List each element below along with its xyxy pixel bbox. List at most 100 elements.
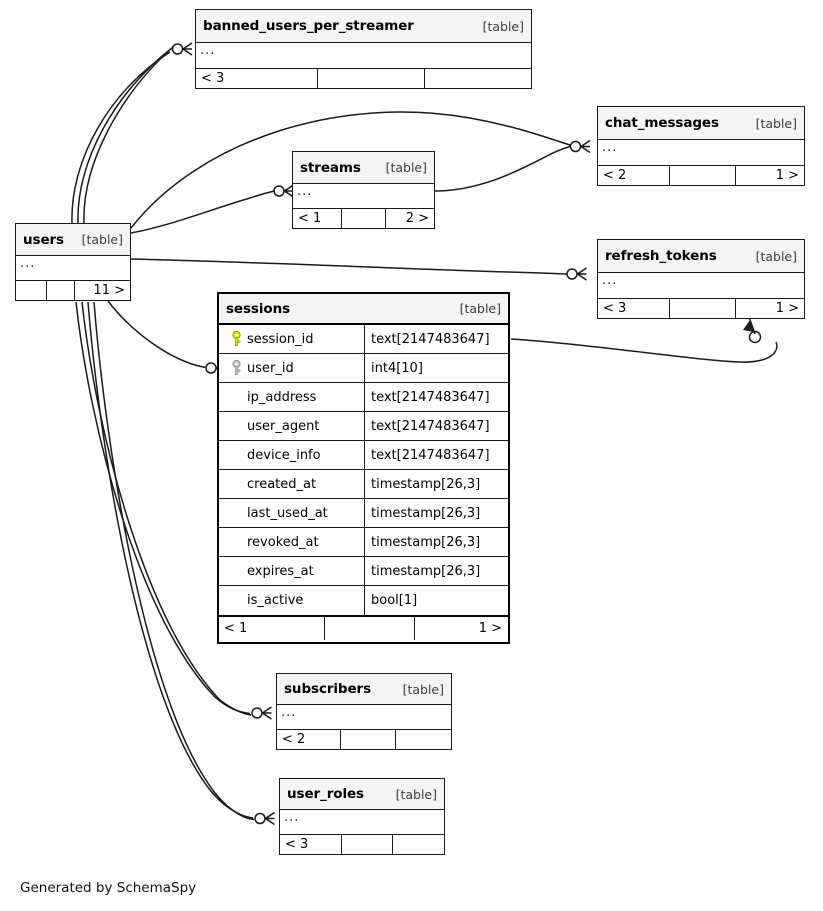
footer-child-count: 1 > [478, 621, 502, 636]
table-title: streams [300, 159, 361, 176]
footer-middle [342, 209, 386, 228]
foreign-key-icon [225, 360, 247, 376]
table-sessions[interactable]: sessions [table] session_id [217, 292, 510, 644]
column-type: text[2147483647] [371, 447, 490, 463]
footer-parent-count: < 2 [277, 730, 341, 749]
primary-key-icon [225, 331, 247, 347]
column-type: bool[1] [371, 593, 418, 608]
column-type: int4[10] [371, 360, 423, 376]
table-collapsed-indicator: ... [602, 140, 618, 155]
table-header: banned_users_per_streamer [table] [196, 10, 531, 43]
table-row[interactable]: created_at timestamp[26,3] [219, 470, 508, 499]
footer-parent-count: < 3 [196, 69, 318, 88]
footer-parent-count: < 3 [280, 835, 342, 854]
table-header: streams [table] [293, 152, 434, 184]
table-footer: < 1 2 > [293, 208, 434, 228]
table-title: sessions [226, 300, 291, 317]
table-footer: < 1 1 > [219, 615, 508, 640]
footer-child-count [393, 835, 444, 854]
table-user-roles[interactable]: user_roles [table] ... < 3 [279, 778, 445, 855]
table-collapsed-indicator: ... [20, 256, 36, 271]
footer-child-count [396, 730, 451, 749]
column-type: timestamp[26,3] [371, 505, 481, 521]
column-list: session_id text[2147483647] user_i [219, 325, 508, 615]
column-name: user_agent [247, 418, 320, 434]
table-title: chat_messages [605, 115, 719, 131]
column-name: last_used_at [247, 505, 328, 521]
edge-sessions-refresh-tokens [510, 316, 778, 363]
table-chat-messages[interactable]: chat_messages [table] ... < 2 1 > [597, 106, 805, 186]
table-streams[interactable]: streams [table] ... < 1 2 > [292, 151, 435, 229]
footer-parent-count: < 3 [598, 299, 670, 318]
table-kind-label: [table] [385, 160, 427, 175]
table-row[interactable]: user_agent text[2147483647] [219, 412, 508, 441]
table-users[interactable]: users [table] ... 11 > [15, 223, 131, 301]
table-footer: < 2 1 > [598, 165, 804, 185]
table-collapsed-indicator: ... [602, 273, 618, 288]
edge-users-streams [130, 184, 295, 234]
table-header: user_roles [table] [280, 779, 444, 810]
table-row[interactable]: session_id text[2147483647] [219, 325, 508, 354]
table-footer: < 3 [196, 68, 531, 88]
edge-users-refresh-tokens [130, 258, 588, 281]
table-row[interactable]: revoked_at timestamp[26,3] [219, 528, 508, 557]
table-banned-users-per-streamer[interactable]: banned_users_per_streamer [table] ... < … [195, 9, 532, 89]
table-row[interactable]: ip_address text[2147483647] [219, 383, 508, 412]
table-row[interactable]: user_id int4[10] [219, 354, 508, 383]
footer-middle [670, 166, 736, 185]
column-name: created_at [247, 476, 317, 492]
table-footer: < 2 [277, 729, 451, 749]
table-kind-label: [table] [755, 115, 797, 131]
table-title: user_roles [287, 786, 364, 802]
footer-parent-count: < 1 [219, 617, 325, 640]
footer-child-count: 1 > [775, 168, 799, 183]
table-kind-label: [table] [81, 232, 123, 247]
column-name: is_active [247, 593, 304, 608]
table-kind-label: [table] [755, 248, 797, 264]
footer-middle [341, 730, 396, 749]
column-name: revoked_at [247, 534, 319, 550]
column-type: text[2147483647] [371, 418, 490, 434]
column-name: device_info [247, 447, 321, 463]
column-type: text[2147483647] [371, 331, 490, 347]
table-refresh-tokens[interactable]: refresh_tokens [table] ... < 3 1 > [597, 239, 805, 319]
column-type: timestamp[26,3] [371, 476, 481, 492]
footer-middle [325, 617, 415, 640]
footer-child-count: 11 > [93, 283, 125, 298]
table-header: users [table] [16, 224, 130, 256]
table-row[interactable]: device_info text[2147483647] [219, 441, 508, 470]
edge-streams-chat-messages [434, 145, 571, 192]
footer-parent-count [16, 281, 47, 300]
edge-users-sessions [107, 300, 227, 375]
table-title: refresh_tokens [605, 248, 717, 264]
footer-middle [318, 69, 425, 88]
table-footer: < 3 1 > [598, 298, 804, 318]
column-name: session_id [247, 331, 314, 347]
footer-child-count: 1 > [775, 301, 799, 316]
table-collapsed-indicator: ... [200, 43, 216, 58]
footer-child-count: 2 > [405, 211, 429, 226]
table-subscribers[interactable]: subscribers [table] ... < 2 [276, 673, 452, 750]
footer-middle [342, 835, 393, 854]
table-collapsed-indicator: ... [284, 810, 300, 825]
table-footer: 11 > [16, 280, 130, 300]
footer-child-count [425, 69, 531, 88]
column-type: timestamp[26,3] [371, 563, 481, 579]
table-header: refresh_tokens [table] [598, 240, 804, 273]
generated-by-note: Generated by SchemaSpy [20, 880, 197, 896]
table-row[interactable]: expires_at timestamp[26,3] [219, 557, 508, 586]
footer-parent-count: < 1 [293, 209, 342, 228]
footer-middle [670, 299, 736, 318]
table-collapsed-indicator: ... [281, 705, 297, 720]
table-row[interactable]: last_used_at timestamp[26,3] [219, 499, 508, 528]
column-name: expires_at [247, 563, 314, 579]
table-row[interactable]: is_active bool[1] [219, 586, 508, 615]
table-collapsed-indicator: ... [297, 184, 313, 199]
table-kind-label: [table] [459, 301, 501, 316]
column-type: timestamp[26,3] [371, 534, 481, 550]
edge-users-banned-users-per-streamer [71, 42, 193, 224]
table-title: banned_users_per_streamer [203, 18, 414, 34]
table-footer: < 3 [280, 834, 444, 854]
table-header: sessions [table] [219, 294, 508, 325]
